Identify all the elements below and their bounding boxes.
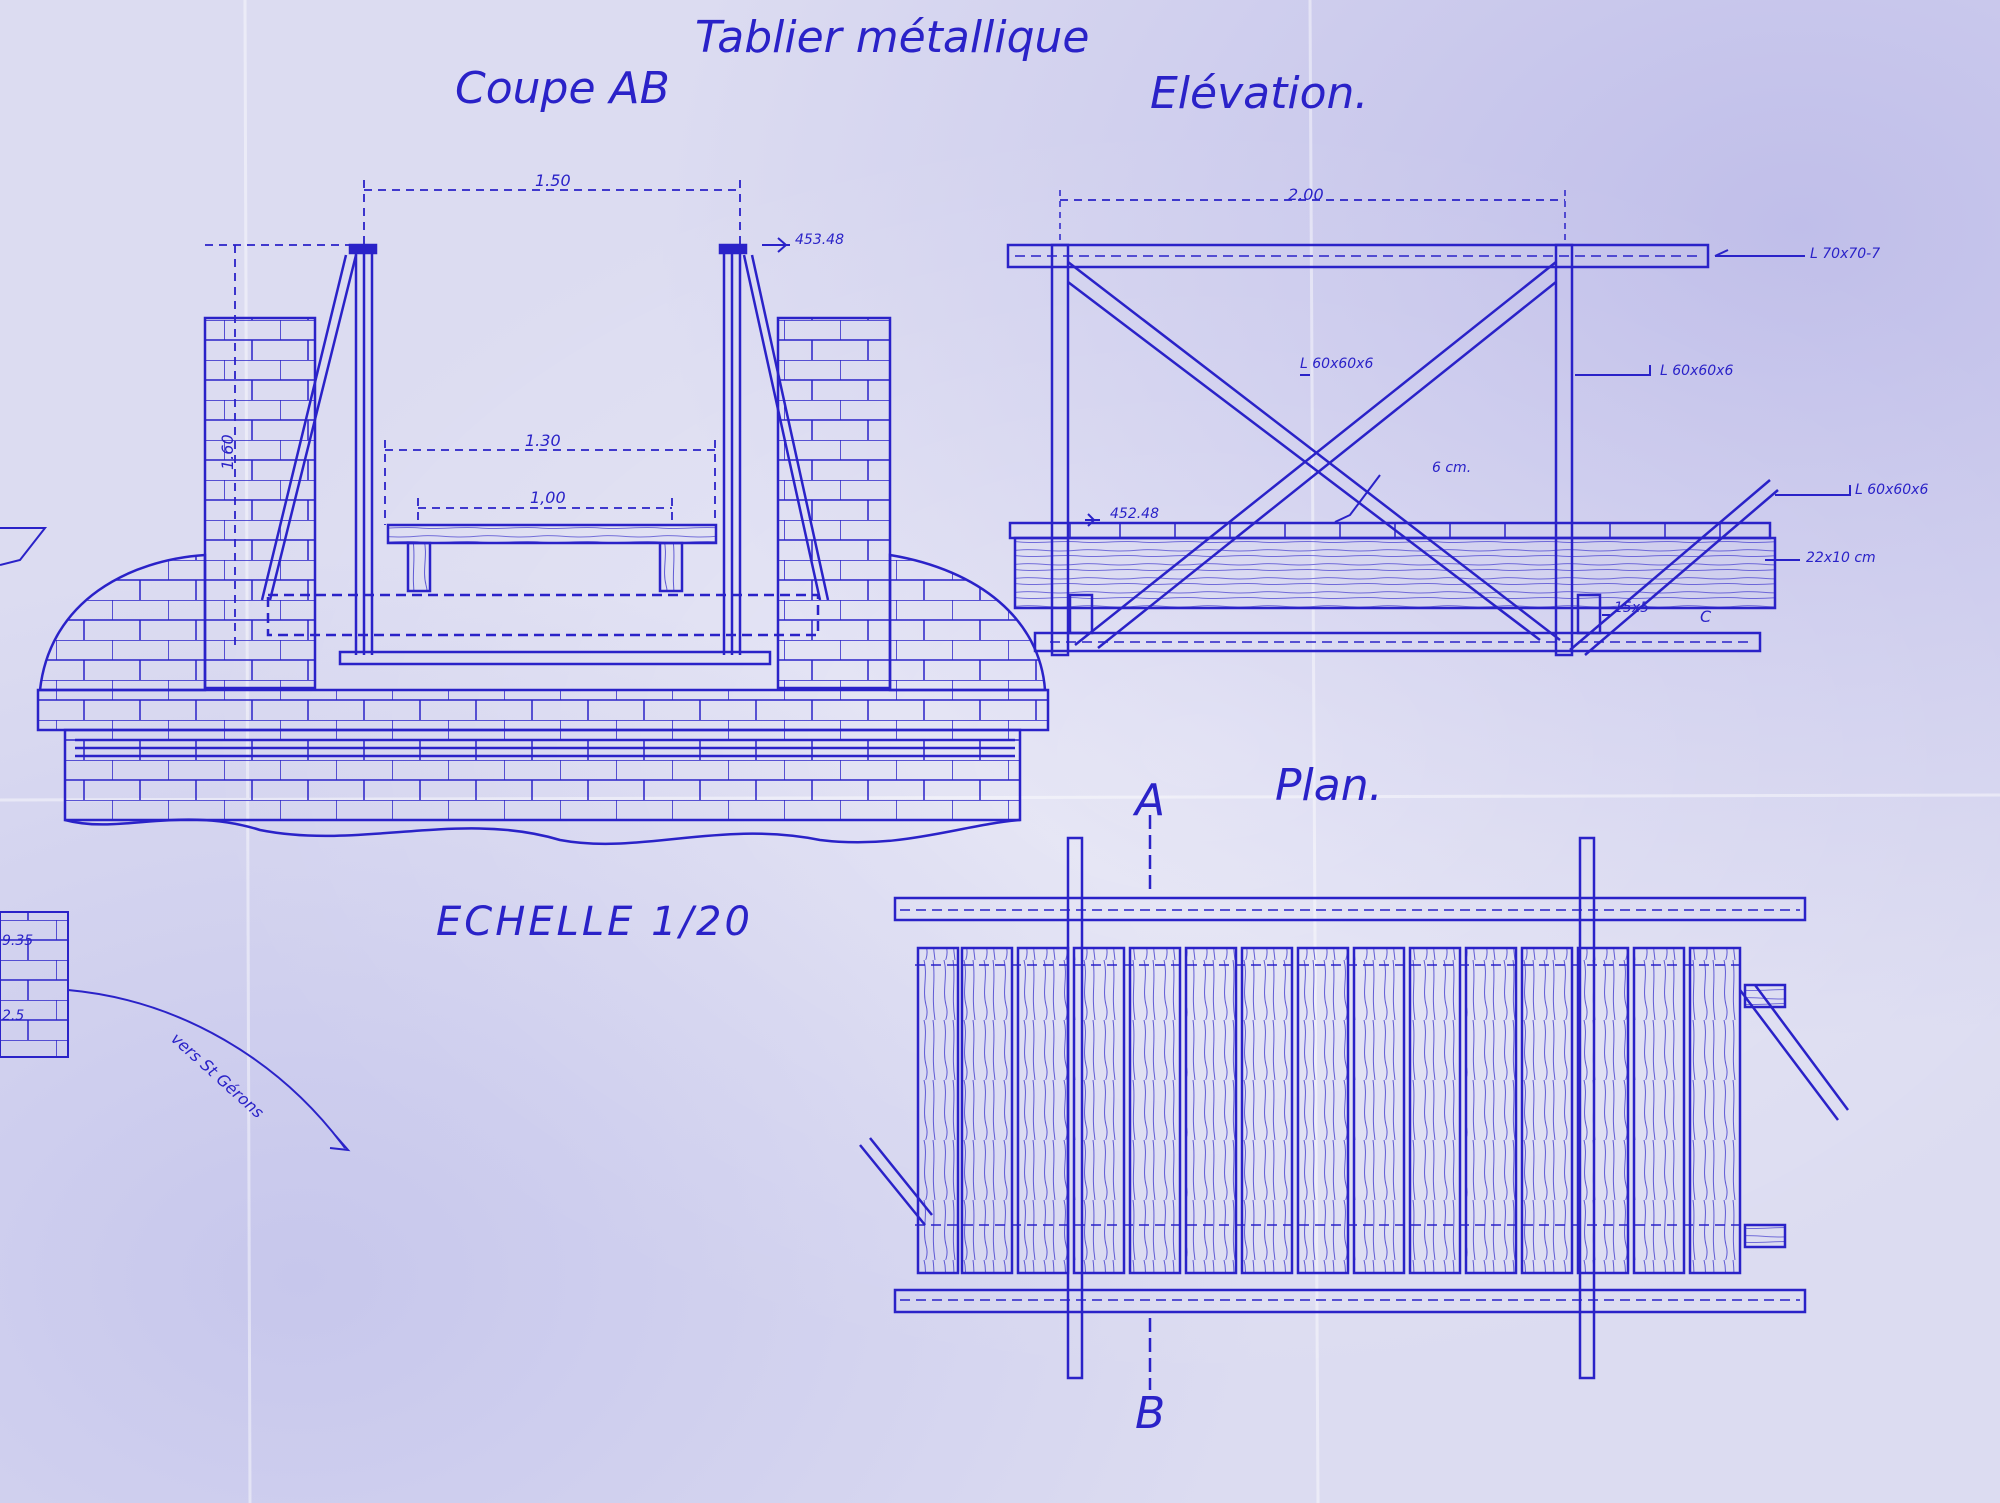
plan-view-title: Plan. — [1275, 760, 1383, 811]
section-inner-dim: 1.30 — [525, 431, 561, 450]
label-inner-brace-angle: L 60x60x6 — [1300, 356, 1373, 372]
section-span-dim: 1.50 — [535, 171, 571, 190]
label-plank-gap: 6 cm. — [1432, 460, 1471, 476]
section-deck-dim: 1,00 — [530, 488, 566, 507]
plan-drawing — [859, 815, 1850, 1390]
section-view-title: Coupe AB — [455, 63, 670, 114]
label-plank-size: 22x10 cm — [1806, 550, 1876, 566]
label-channel-mark: C — [1700, 607, 1712, 626]
section-level-mark: 453.48 — [795, 232, 844, 248]
label-post-angle: L 60x60x6 — [1660, 363, 1733, 379]
sheet-title: Tablier métallique — [695, 12, 1089, 63]
scale-label: ECHELLE 1/20 — [436, 899, 753, 945]
section-drawing — [36, 180, 1050, 846]
label-top-angle: L 70x70-7 — [1810, 246, 1880, 262]
elevation-drawing — [1006, 190, 1851, 657]
direction-note: vers St Gérons — [167, 1029, 267, 1122]
elevation-span-dim: 2.00 — [1288, 185, 1324, 204]
edge-mark-a: 9.35 — [2, 933, 33, 949]
edge-mark-b: 2.5 — [2, 1008, 24, 1024]
edge-fragment — [0, 527, 351, 1152]
elevation-view-title: Elévation. — [1150, 68, 1368, 119]
plan-section-mark-a: A — [1132, 775, 1165, 826]
label-channel-size: 15x5 — [1614, 600, 1649, 616]
plan-section-mark-b: B — [1135, 1388, 1165, 1439]
label-outer-brace-angle: L 60x60x6 — [1855, 482, 1928, 498]
elevation-level-mark: 452.48 — [1110, 506, 1159, 522]
section-height-dim: 1.60 — [218, 434, 237, 470]
